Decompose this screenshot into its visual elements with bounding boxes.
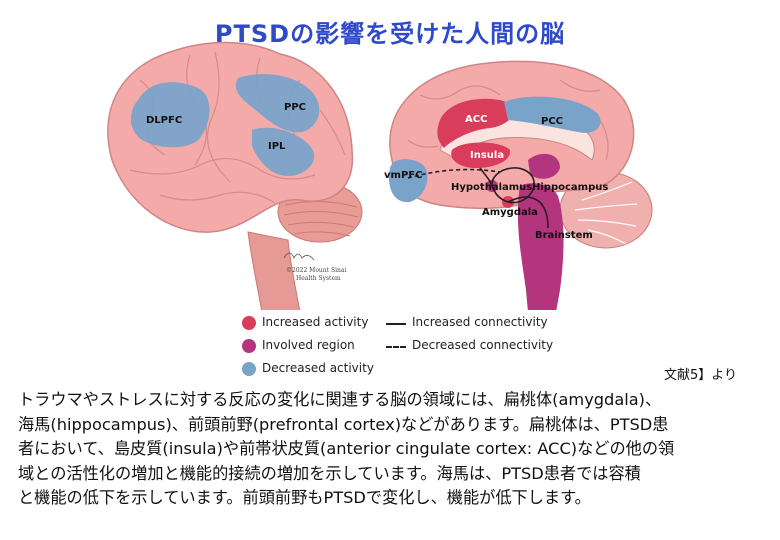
dlpfc-region <box>130 82 210 148</box>
increased-connectivity-brainstem <box>507 196 549 229</box>
legend-increased-label: Increased activity <box>262 315 369 329</box>
label-ipl: IPL <box>268 141 286 152</box>
ipl-region <box>252 127 315 176</box>
right-brain-sagittal: ACC PCC Insula vmPFC Hypothalamus Hippoc… <box>384 60 653 310</box>
figure-title: PTSDの影響を受けた人間の脳 <box>214 20 566 48</box>
pcc-region <box>504 96 601 133</box>
copyright-line-1: ©2022 Mount Sinai <box>286 267 346 274</box>
legend: Increased activity Involved region Decre… <box>240 313 560 379</box>
legend-decreased-connectivity-label: Decreased connectivity <box>412 338 554 352</box>
decreased-connectivity-line <box>407 168 501 179</box>
insula-region <box>451 142 511 168</box>
acc-region <box>437 98 515 148</box>
label-acc: ACC <box>465 114 487 125</box>
legend-involved-label: Involved region <box>262 338 355 352</box>
legend-decreased-label: Decreased activity <box>262 361 374 375</box>
vmpfc-region <box>388 159 428 203</box>
legend-involved-swatch <box>242 339 256 353</box>
legend-increased-connectivity-line <box>386 323 406 325</box>
legend-decreased-connectivity-line <box>386 346 406 348</box>
increased-connectivity-loop <box>491 167 535 204</box>
body-line: と機能の低下を示しています。前頭前野もPTSDで変化し、機能が低下します。 <box>18 488 591 508</box>
label-ppc: PPC <box>284 102 306 113</box>
increased-connectivity-insula <box>479 167 493 187</box>
label-pcc: PCC <box>541 116 563 127</box>
body-line: トラウマやストレスに対する反応の変化に関連する脳の領域には、扁桃体(amygda… <box>18 390 662 409</box>
brainstem-region <box>517 183 564 310</box>
label-amygdala: Amygdala <box>482 207 538 218</box>
label-dlpfc: DLPFC <box>146 115 182 126</box>
body-line: 海馬(hippocampus)、前頭前野(prefrontal cortex)な… <box>18 414 669 434</box>
hippocampus-region <box>528 153 560 179</box>
label-vmpfc: vmPFC <box>384 170 422 181</box>
left-brain-lateral: DLPFC PPC IPL ©2022 Mount Sinai Health S… <box>107 41 363 310</box>
brain-illustration: DLPFC PPC IPL ©2022 Mount Sinai Health S… <box>107 41 653 310</box>
copyright-line-2: Health System <box>296 275 341 282</box>
body-line: 者において、島皮質(insula)や前帯状皮質(anterior cingula… <box>18 439 675 459</box>
artist-signature <box>283 252 315 261</box>
body-paragraph: トラウマやストレスに対する反応の変化に関連する脳の領域には、扁桃体(amygda… <box>18 388 770 511</box>
legend-increased-connectivity-label: Increased connectivity <box>412 315 548 329</box>
legend-increased-swatch <box>242 316 256 330</box>
label-insula: Insula <box>470 150 504 161</box>
body-line: 域との活性化の増加と機能的接続の増加を示しています。海馬は、PTSD患者では容積 <box>18 463 641 483</box>
label-brainstem: Brainstem <box>535 230 593 241</box>
left-brainstem <box>247 231 301 310</box>
label-hypothalamus: Hypothalamus <box>451 182 532 193</box>
ppc-region <box>235 74 320 133</box>
source-citation: 文献5】より <box>664 368 738 383</box>
label-hippocampus: Hippocampus <box>532 182 608 193</box>
legend-decreased-swatch <box>242 362 256 376</box>
